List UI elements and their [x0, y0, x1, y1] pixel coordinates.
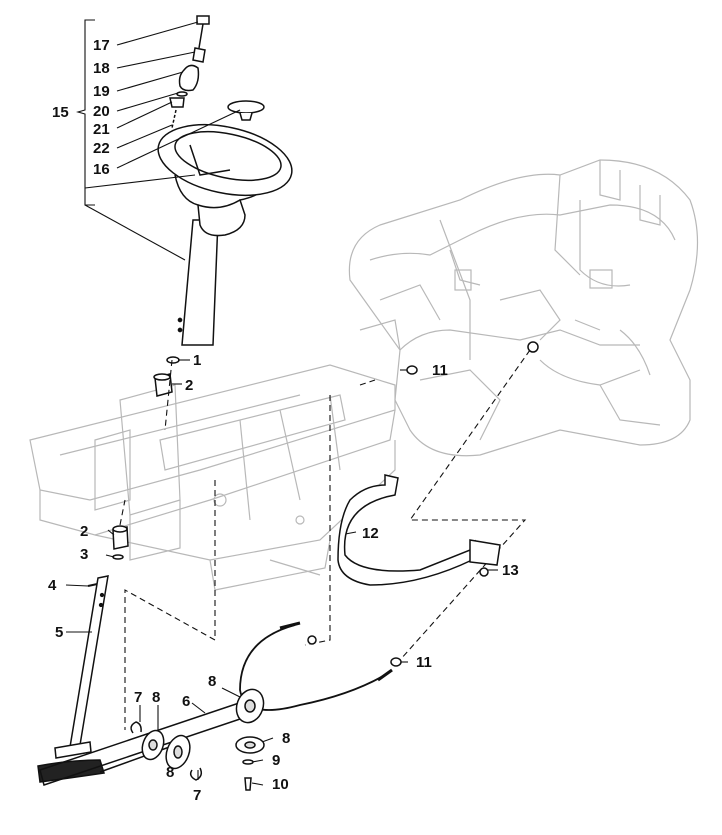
callout-17: 17 [93, 37, 110, 54]
callout-5: 5 [55, 624, 63, 641]
steering-cap [227, 100, 265, 114]
callout-21: 21 [93, 121, 110, 138]
washer-9 [242, 759, 254, 765]
nut-upper [527, 341, 539, 353]
steering-wheel-assembly [157, 15, 293, 346]
callout-6: 6 [182, 693, 190, 710]
callout-10: 10 [272, 776, 289, 793]
callout-1: 1 [193, 352, 201, 369]
callout-19: 19 [93, 83, 110, 100]
callout-8a: 8 [208, 673, 216, 690]
knob-washer [176, 91, 188, 97]
leader-lines [65, 19, 498, 786]
callout-22: 22 [93, 140, 110, 157]
callout-8d: 8 [166, 764, 174, 781]
lower-steering-shaft [37, 525, 129, 783]
callout-2a: 2 [185, 377, 193, 394]
steering-band-assembly [307, 341, 539, 667]
callout-3: 3 [80, 546, 88, 563]
nut-11-lower [390, 657, 402, 667]
cable-clip [307, 635, 317, 645]
callout-8c: 8 [282, 730, 290, 747]
callout-8b: 8 [152, 689, 160, 706]
callout-12: 12 [362, 525, 379, 542]
callout-11b: 11 [416, 654, 432, 671]
bolt-13 [479, 567, 489, 577]
clip-lower [189, 767, 203, 781]
callout-4: 4 [48, 577, 57, 594]
callout-18: 18 [93, 60, 110, 77]
knob-bolt [196, 15, 210, 25]
callout-2b: 2 [80, 523, 88, 540]
callout-9: 9 [272, 752, 280, 769]
assembly-guide-lines [119, 349, 531, 730]
upper-bushings [153, 356, 180, 397]
steering-column [181, 219, 219, 346]
rear-body-ghost [348, 159, 699, 457]
knob-sleeve [192, 47, 206, 63]
steering-chain [37, 759, 105, 783]
callout-13: 13 [502, 562, 519, 579]
callout-labels: 17 18 19 20 21 22 15 16 1 2 11 2 3 4 5 1… [48, 37, 519, 804]
steering-band [337, 474, 473, 586]
pulley-system [39, 688, 265, 791]
spring-washer [166, 356, 180, 364]
callout-7a: 7 [134, 689, 142, 706]
callout-15: 15 [52, 104, 69, 121]
knob-clamp [169, 97, 185, 108]
steering-shaft [69, 575, 109, 748]
bolt-10 [244, 777, 252, 791]
callout-16: 16 [93, 161, 110, 178]
knob [178, 64, 200, 92]
callout-20: 20 [93, 103, 110, 120]
washer-lower [112, 554, 124, 560]
clip-upper [130, 721, 142, 734]
callout-7b: 7 [193, 787, 201, 804]
nut-11-upper [406, 365, 418, 375]
callout-11a: 11 [432, 362, 448, 379]
